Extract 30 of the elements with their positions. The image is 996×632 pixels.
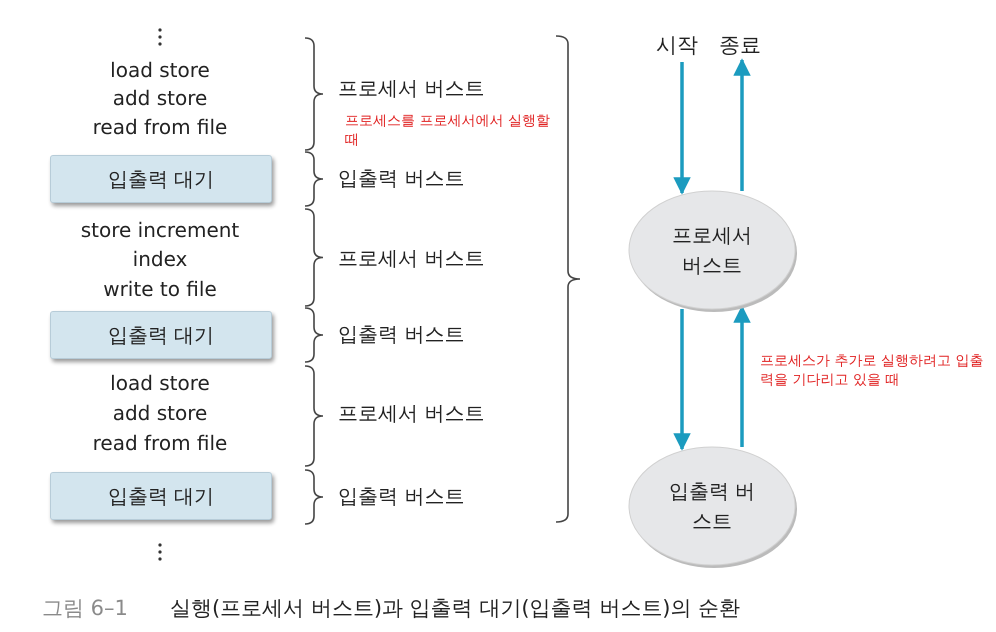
instruction-text: read from file xyxy=(92,431,228,455)
arrow xyxy=(733,305,751,447)
burst-label: 프로세서 버스트 xyxy=(338,401,484,425)
instruction-text: add store xyxy=(112,401,208,425)
instruction-text: index xyxy=(132,247,188,271)
instruction-text: load store xyxy=(109,58,211,82)
figure-number: 그림 6–1 xyxy=(42,595,128,622)
instruction-text: write to file xyxy=(102,277,218,301)
state-ellipse: 입출력 버스트 xyxy=(628,446,796,566)
burst-label: 프로세서 버스트 xyxy=(338,246,484,270)
arrow xyxy=(673,62,691,195)
state-ellipse: 프로세서 버스트 xyxy=(628,190,796,310)
instruction-text: load store xyxy=(109,371,211,395)
burst-label: 입출력 버스트 xyxy=(338,166,464,190)
instruction-text: read from file xyxy=(92,115,228,139)
wait-box: 입출력 대기 xyxy=(50,311,272,359)
figure-caption: 실행(프로세서 버스트)과 입출력 대기(입출력 버스트)의 순환 xyxy=(170,595,740,622)
burst-label: 프로세서 버스트 xyxy=(338,76,484,100)
instruction-text: store increment xyxy=(80,218,240,242)
burst-label: 입출력 버스트 xyxy=(338,484,464,508)
arrow xyxy=(673,309,691,451)
burst-label: 입출력 버스트 xyxy=(338,322,464,346)
instruction-text: add store xyxy=(112,86,208,110)
wait-box: 입출력 대기 xyxy=(50,472,272,520)
wait-box: 입출력 대기 xyxy=(50,155,272,203)
annotation-note: 프로세스가 추가로 실행하려고 입출력을 기다리고 있을 때 xyxy=(760,352,984,390)
annotation-note: 프로세스를 프로세서에서 실행할 때 xyxy=(345,112,550,150)
state-label: 종료 xyxy=(719,32,761,58)
state-label: 시작 xyxy=(656,32,698,58)
arrow xyxy=(733,58,751,191)
